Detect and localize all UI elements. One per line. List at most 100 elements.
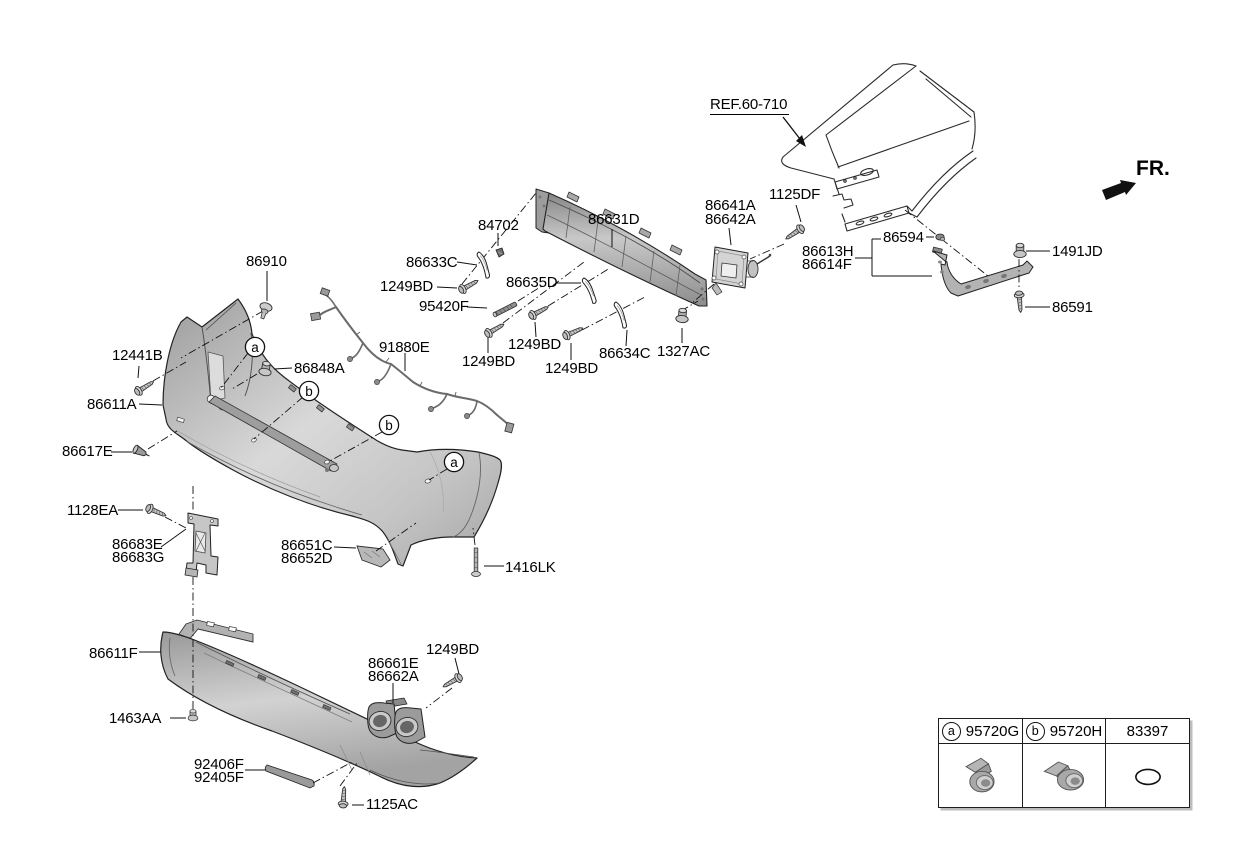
screw-1249bd-3 <box>482 319 507 340</box>
part-label-1249bd-5: 1249BD <box>426 641 480 658</box>
legend-header-83397: 83397 <box>1106 719 1189 744</box>
part-label-86594: 86594 <box>883 229 924 246</box>
legend-cell-sensor-a <box>939 744 1023 807</box>
impact-bar-86631d <box>535 188 708 307</box>
part-label-86613h: 86613H <box>802 243 854 260</box>
bracket-86634c <box>612 301 629 329</box>
oval-seal-icon <box>1134 768 1161 785</box>
assembly-dash-lines <box>147 192 1020 787</box>
callout-b-2-letter: b <box>385 418 393 433</box>
part-label-1249bd-2: 1249BD <box>508 336 562 353</box>
part-label-91880e: 91880E <box>379 339 430 356</box>
part-label-86683g: 86683G <box>112 549 165 566</box>
part-label-1491jd: 1491JD <box>1052 243 1103 260</box>
screw-1249bd-1 <box>456 275 481 296</box>
stud-1416lk <box>471 547 481 577</box>
part-label-1125ac: 1125AC <box>366 796 418 813</box>
part-84702 <box>495 247 505 258</box>
side-bracket-86683 <box>184 512 219 578</box>
clip-86617e <box>132 444 150 457</box>
part-label-86662a: 86662A <box>368 668 419 685</box>
part-label-1249bd-4: 1249BD <box>545 360 599 377</box>
nut-1491jd <box>1013 242 1027 259</box>
part-label-84702: 84702 <box>478 217 519 234</box>
screw-86591 <box>1013 290 1027 314</box>
clip-86910 <box>259 302 273 320</box>
legend-cell-sensor-b <box>1023 744 1106 807</box>
license-lamp-strip-92406f <box>264 764 315 789</box>
legend-table: a 95720G b 95720H 83397 <box>938 718 1190 808</box>
part-label-1249bd-1: 1249BD <box>380 278 434 295</box>
part-label-86631d: 86631D <box>588 211 640 228</box>
screw-1249bd-5 <box>440 671 465 692</box>
legend-cell-oval-seal <box>1106 744 1189 807</box>
callout-b-1: b <box>298 380 320 402</box>
legend-marker-a: a <box>941 721 961 741</box>
ref-60-710-label: REF.60-710 <box>710 96 790 115</box>
legend-header-95720g: a 95720G <box>939 719 1023 744</box>
part-label-86591: 86591 <box>1052 299 1093 316</box>
stud-95420f <box>492 301 518 318</box>
part-label-12441b: 12441B <box>112 347 163 364</box>
part-label-95420f: 95420F <box>419 298 469 315</box>
part-label-1125df: 1125DF <box>769 186 821 203</box>
legend-code-83397: 83397 <box>1126 722 1169 740</box>
part-label-86633c: 86633C <box>406 254 458 271</box>
fr-direction-arrow-icon <box>1102 180 1136 200</box>
bracket-86633c <box>475 251 492 279</box>
part-label-86661e: 86661E <box>368 655 419 672</box>
wiring-harness-91880e <box>310 287 515 434</box>
legend-code-95720h: 95720H <box>1049 722 1103 740</box>
fr-label: FR. <box>1136 157 1170 180</box>
part-label-86652d: 86652D <box>281 550 333 567</box>
part-label-1249bd-3: 1249BD <box>462 353 516 370</box>
callout-a-2-letter: a <box>450 455 458 470</box>
screw-12441b <box>132 377 157 398</box>
part-label-86617e: 86617E <box>62 443 113 460</box>
screw-1249bd-2 <box>526 302 551 322</box>
legend-marker-b: b <box>1025 721 1045 741</box>
rear-bumper-cover-86611a <box>162 298 503 567</box>
vehicle-rear-body-outline <box>781 63 977 232</box>
part-label-86683e: 86683E <box>112 536 163 553</box>
part-label-86848a: 86848A <box>294 360 345 377</box>
part-label-86611a: 86611A <box>87 396 137 413</box>
leader-lines <box>111 204 1050 806</box>
parking-sensor-a-icon <box>964 757 995 792</box>
screw-1249bd-4 <box>560 323 586 342</box>
callout-b-2: b <box>378 414 400 436</box>
part-label-1128ea: 1128EA <box>67 502 119 519</box>
fasteners <box>132 222 1027 809</box>
exhaust-tip-assembly-86661e <box>367 697 426 744</box>
part-label-86634c: 86634C <box>599 345 651 362</box>
bolt-1125df <box>782 222 807 244</box>
lower-bumper-skirt-86611f <box>160 619 478 788</box>
part-label-86651c: 86651C <box>281 537 333 554</box>
part-label-1463aa: 1463AA <box>109 710 162 727</box>
legend-header-95720h: b 95720H <box>1023 719 1106 744</box>
callout-a-1-letter: a <box>251 340 259 355</box>
part-label-86635d: 86635D <box>506 274 558 291</box>
callout-a-1: a <box>244 336 266 358</box>
part-label-86642a: 86642A <box>705 211 756 228</box>
part-label-92405f: 92405F <box>194 769 244 786</box>
part-label-86614f: 86614F <box>802 256 852 273</box>
screw-1128ea <box>143 502 169 521</box>
callout-markers: a b b a <box>244 336 465 473</box>
callout-a-2: a <box>443 451 465 473</box>
part-label-86611f: 86611F <box>89 645 138 662</box>
sensor-module-86641a <box>711 246 772 296</box>
ref-arrow <box>782 116 806 147</box>
rear-bracket-86613h <box>932 246 1034 297</box>
legend-code-95720g: 95720G <box>965 722 1020 740</box>
screw-1125ac <box>337 785 350 809</box>
part-label-86910: 86910 <box>246 253 287 270</box>
callout-b-1-letter: b <box>305 384 313 399</box>
part-label-1327ac: 1327AC <box>657 343 711 360</box>
clip-86594 <box>935 233 946 242</box>
parking-sensor-b-icon <box>1043 760 1085 790</box>
nut-1327ac <box>675 307 690 324</box>
reflector-flap-86651c <box>356 545 391 568</box>
